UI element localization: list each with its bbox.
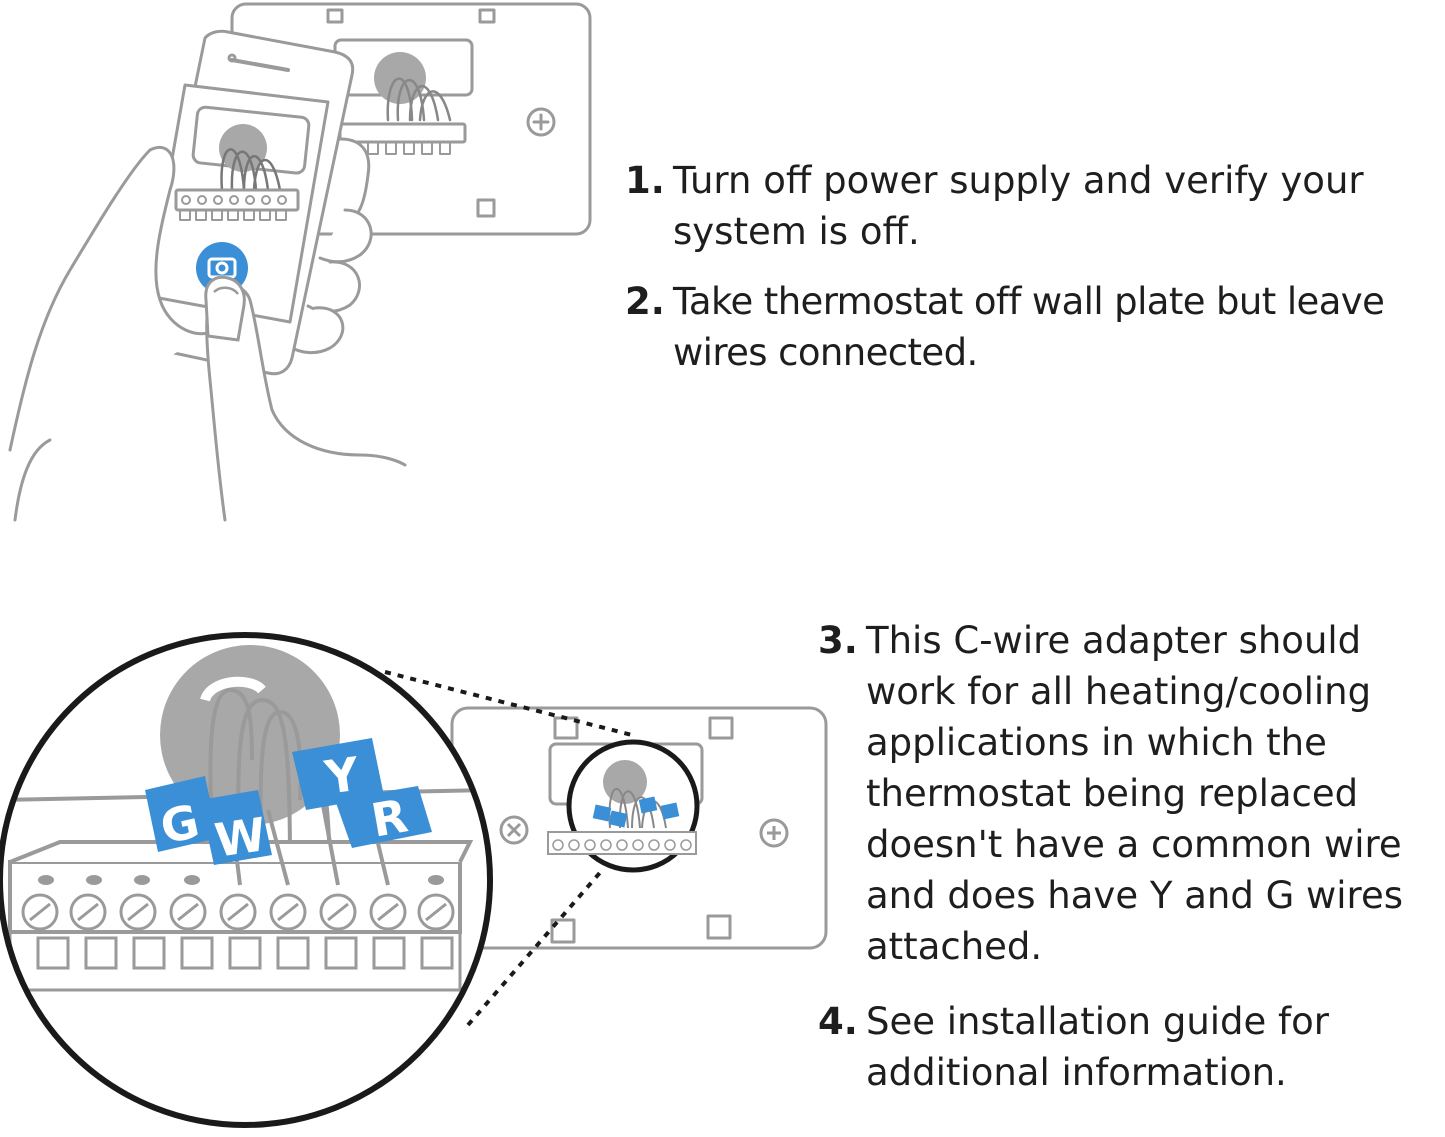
step-4-number: 4.	[818, 1000, 858, 1043]
hand	[8, 146, 217, 452]
step-3-text: This C-wire adapter should work for all …	[866, 619, 1403, 968]
screw-icon	[526, 107, 556, 137]
step-2-text: Take thermostat off wall plate but leave…	[673, 280, 1385, 374]
step-2-number: 2.	[625, 280, 665, 323]
step-1-text: Turn off power supply and verify your sy…	[673, 159, 1364, 253]
step-4-text: See installation guide for additional in…	[866, 1000, 1329, 1094]
step-1-number: 1.	[625, 159, 665, 202]
phone-photo-illustration	[8, 2, 592, 522]
tag-y-label: Y	[321, 747, 363, 805]
wire-label-illustration: G W Y R	[0, 632, 828, 1128]
step-3-number: 3.	[818, 619, 858, 662]
tag-w-label: W	[212, 807, 270, 868]
